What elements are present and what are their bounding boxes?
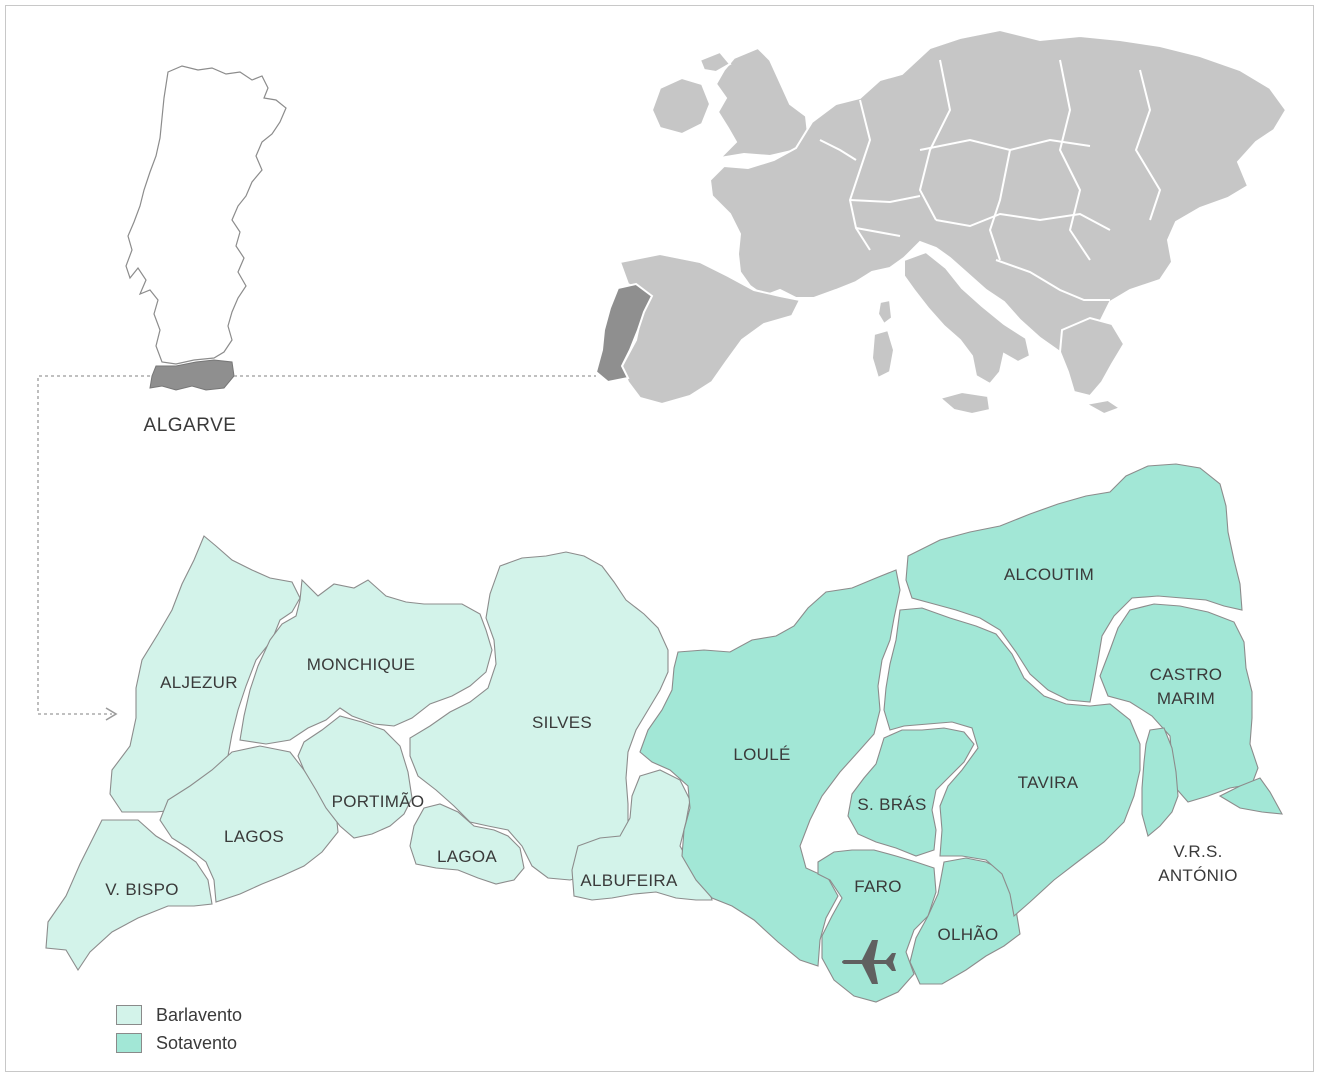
map-frame xyxy=(5,5,1314,1072)
algarve-highlight xyxy=(149,359,235,391)
country-borders xyxy=(819,59,1162,301)
label-antonio: ANTÓNIO xyxy=(1158,866,1238,885)
portugal-inset xyxy=(125,65,287,391)
region-albufeira[interactable] xyxy=(571,769,713,901)
label-marim: MARIM xyxy=(1157,689,1215,708)
airplane-icon xyxy=(842,940,896,984)
region-loule[interactable] xyxy=(639,569,901,967)
label-monchique: MONCHIQUE xyxy=(307,655,415,674)
connector-arrowhead xyxy=(105,707,118,721)
portugal-highlight xyxy=(594,282,654,384)
legend-label-barlavento: Barlavento xyxy=(156,1004,243,1025)
region-vrs-coast[interactable] xyxy=(1218,777,1283,815)
label-castro: CASTRO xyxy=(1150,665,1223,684)
label-alcoutim: ALCOUTIM xyxy=(1004,565,1094,584)
label-s-bras: S. BRÁS xyxy=(857,795,926,814)
connector-lines xyxy=(37,375,596,715)
corsica xyxy=(876,298,894,326)
municipality-labels: ALGARVE ALJEZUR MONCHIQUE SILVES LOULÉ A… xyxy=(105,415,1238,944)
europe-inset xyxy=(594,28,1288,416)
label-aljezur: ALJEZUR xyxy=(160,673,238,692)
connector-left xyxy=(37,375,150,715)
legend: Barlavento Sotavento xyxy=(116,1001,242,1057)
region-monchique[interactable] xyxy=(239,578,493,745)
label-vrs: V.R.S. xyxy=(1173,842,1222,861)
label-portimao: PORTIMÃO xyxy=(332,792,425,811)
region-vila-do-bispo[interactable] xyxy=(45,819,213,972)
legend-item-barlavento[interactable]: Barlavento xyxy=(116,1001,242,1029)
label-silves: SILVES xyxy=(532,713,592,732)
label-vila-do-bispo: V. BISPO xyxy=(105,880,179,899)
label-lagos: LAGOS xyxy=(224,827,284,846)
greece xyxy=(1058,316,1126,398)
region-vrs-antonio[interactable] xyxy=(1141,727,1179,837)
legend-item-sotavento[interactable]: Sotavento xyxy=(116,1029,242,1057)
legend-label-sotavento: Sotavento xyxy=(156,1032,238,1053)
label-faro: FARO xyxy=(854,877,902,896)
label-loule: LOULÉ xyxy=(733,745,790,764)
label-lagoa: LAGOA xyxy=(437,847,497,866)
sicily xyxy=(937,390,992,416)
algarve-caption: ALGARVE xyxy=(144,415,237,436)
region-portimao[interactable] xyxy=(297,715,413,839)
portugal-outline xyxy=(125,65,287,365)
legend-swatch-barlavento xyxy=(116,1005,142,1025)
label-tavira: TAVIRA xyxy=(1018,773,1079,792)
label-albufeira: ALBUFEIRA xyxy=(580,871,678,890)
region-castro-marim[interactable] xyxy=(1099,603,1259,803)
region-s-bras[interactable] xyxy=(847,727,975,857)
algarve-municipalities xyxy=(45,463,1283,1003)
great-britain xyxy=(714,46,810,160)
region-tavira[interactable] xyxy=(883,607,1141,918)
ireland xyxy=(650,76,712,136)
sardinia xyxy=(870,328,896,380)
crete xyxy=(1083,398,1123,416)
scotland-top xyxy=(698,50,732,74)
italy xyxy=(903,250,1032,386)
legend-swatch-sotavento xyxy=(116,1033,142,1053)
region-alcoutim[interactable] xyxy=(905,463,1243,703)
label-olhao: OLHÃO xyxy=(937,925,998,944)
